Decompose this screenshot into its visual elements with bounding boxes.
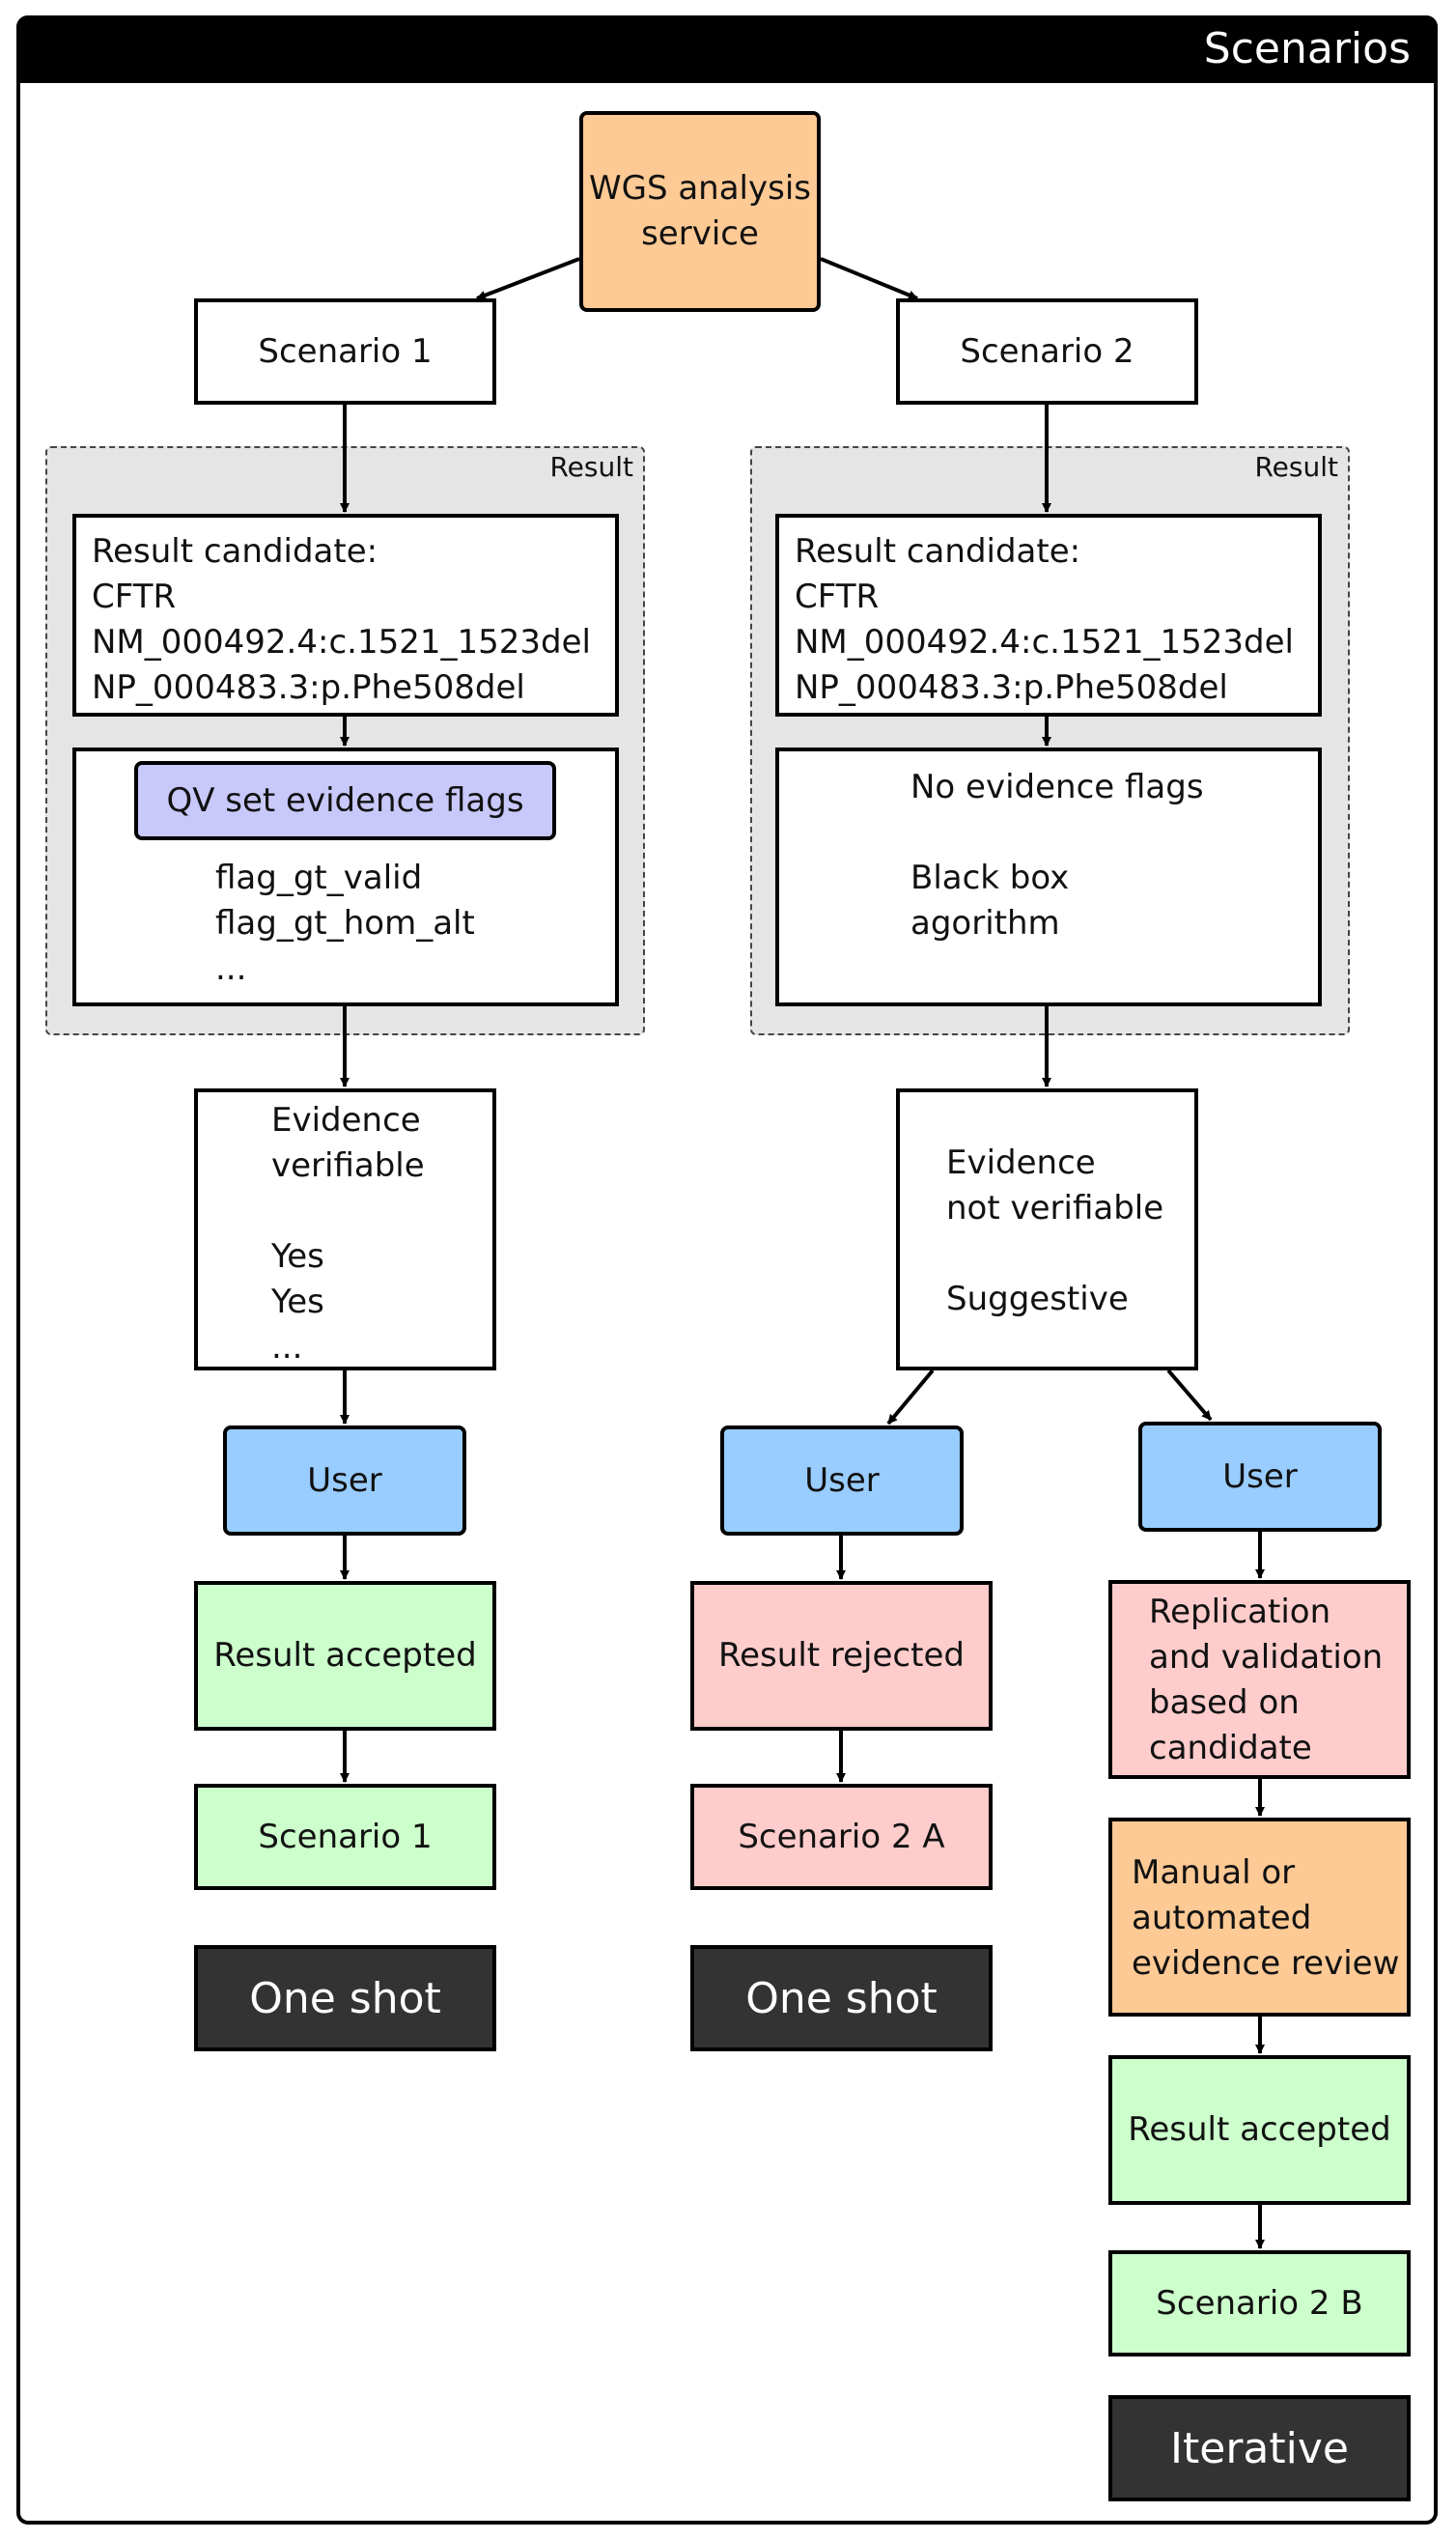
left-evidence-node: Evidence verifiable Yes Yes ... bbox=[194, 1088, 496, 1370]
right-flags-text: No evidence flags Black box agorithm bbox=[910, 768, 1204, 943]
right-b-user-node: User bbox=[1138, 1422, 1382, 1532]
right-b-mode-node: Iterative bbox=[1108, 2395, 1411, 2501]
right-b-result-node: Result accepted bbox=[1108, 2055, 1411, 2205]
left-outcome-node: Scenario 1 bbox=[194, 1784, 496, 1890]
left-evidence-text: Evidence verifiable Yes Yes ... bbox=[271, 1101, 425, 1367]
right-a-result-label: Result rejected bbox=[718, 1636, 965, 1675]
scenario-2-node: Scenario 2 bbox=[896, 298, 1198, 405]
right-b-user-label: User bbox=[1222, 1456, 1298, 1496]
right-b-review-node: Manual or automated evidence review bbox=[1108, 1818, 1411, 2017]
left-candidate-node: Result candidate: CFTR NM_000492.4:c.152… bbox=[72, 514, 619, 717]
arrow-evidence-to-branch-b bbox=[1166, 1369, 1213, 1422]
left-result-label: Result accepted bbox=[213, 1636, 477, 1675]
scenario-1-label: Scenario 1 bbox=[258, 331, 433, 371]
right-a-user-node: User bbox=[720, 1425, 964, 1536]
right-evidence-text: Evidence not verifiable Suggestive bbox=[946, 1143, 1164, 1318]
left-mode-label: One shot bbox=[249, 1973, 441, 2023]
scenario-1-node: Scenario 1 bbox=[194, 298, 496, 405]
right-b-review-text: Manual or automated evidence review bbox=[1132, 1853, 1400, 1983]
scenario-2-label: Scenario 2 bbox=[960, 331, 1134, 371]
arrow-service-to-scenario-2 bbox=[820, 257, 918, 300]
right-a-outcome-label: Scenario 2 A bbox=[738, 1817, 945, 1856]
wgs-service-label: WGS analysis service bbox=[588, 169, 811, 253]
left-user-label: User bbox=[307, 1460, 382, 1500]
right-a-outcome-node: Scenario 2 A bbox=[690, 1784, 993, 1890]
right-a-mode-node: One shot bbox=[690, 1945, 993, 2051]
right-result-group-label: Result bbox=[1254, 451, 1338, 483]
arrow-service-to-scenario-1 bbox=[476, 257, 580, 300]
right-a-mode-label: One shot bbox=[745, 1973, 938, 2023]
left-mode-node: One shot bbox=[194, 1945, 496, 2051]
arrow-evidence-to-branch-a bbox=[886, 1369, 935, 1425]
right-evidence-node: Evidence not verifiable Suggestive bbox=[896, 1088, 1198, 1370]
right-b-replication-node: Replication and validation based on cand… bbox=[1108, 1580, 1411, 1779]
right-b-result-label: Result accepted bbox=[1128, 2110, 1391, 2149]
right-b-replication-text: Replication and validation based on cand… bbox=[1149, 1593, 1384, 1767]
diagram-title: Scenarios bbox=[1203, 24, 1411, 73]
left-outcome-label: Scenario 1 bbox=[258, 1817, 433, 1856]
right-a-user-label: User bbox=[804, 1460, 880, 1500]
qv-flags-tag-label: QV set evidence flags bbox=[166, 780, 524, 820]
left-result-group-label: Result bbox=[549, 451, 633, 483]
right-flags-node: No evidence flags Black box agorithm bbox=[775, 748, 1322, 1006]
left-result-node: Result accepted bbox=[194, 1581, 496, 1731]
right-b-outcome-node: Scenario 2 B bbox=[1108, 2250, 1411, 2357]
qv-flags-tag: QV set evidence flags bbox=[134, 761, 556, 840]
right-candidate-text: Result candidate: CFTR NM_000492.4:c.152… bbox=[795, 532, 1294, 707]
right-b-mode-label: Iterative bbox=[1170, 2423, 1349, 2473]
left-user-node: User bbox=[223, 1425, 466, 1536]
left-candidate-text: Result candidate: CFTR NM_000492.4:c.152… bbox=[92, 532, 591, 707]
right-a-result-node: Result rejected bbox=[690, 1581, 993, 1731]
left-flags-text: flag_gt_valid flag_gt_hom_alt ... bbox=[215, 859, 475, 988]
title-bar: Scenarios bbox=[16, 15, 1438, 83]
wgs-service-node: WGS analysis service bbox=[579, 111, 821, 312]
right-candidate-node: Result candidate: CFTR NM_000492.4:c.152… bbox=[775, 514, 1322, 717]
right-b-outcome-label: Scenario 2 B bbox=[1156, 2283, 1363, 2323]
